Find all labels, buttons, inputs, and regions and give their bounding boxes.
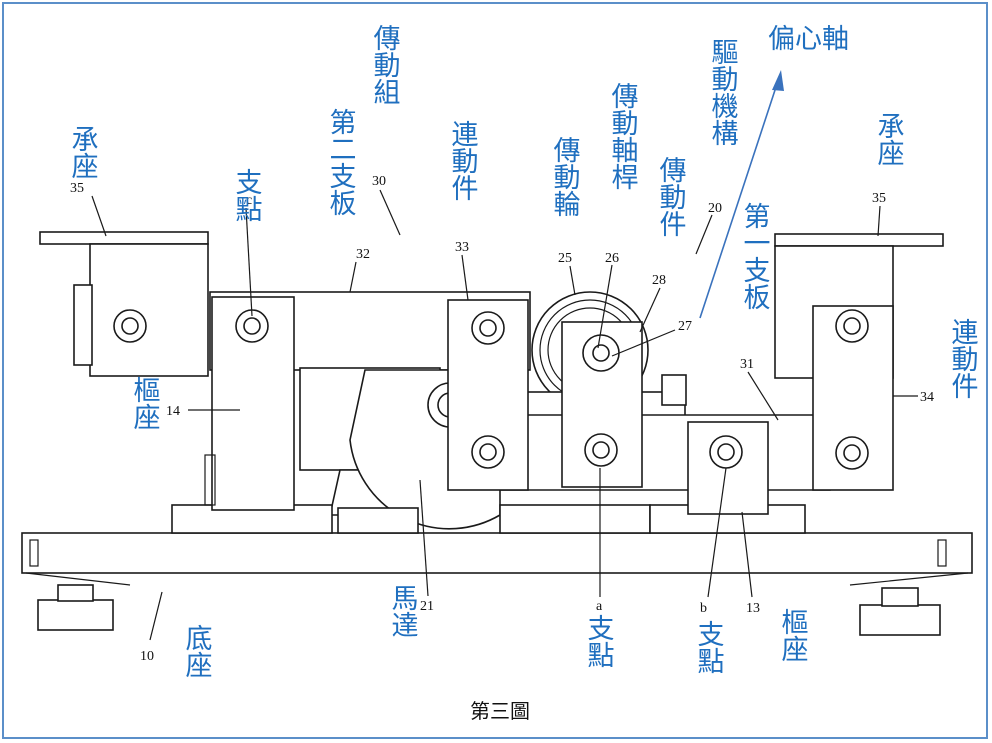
num-27: 27	[678, 319, 692, 334]
num-a: a	[596, 599, 603, 614]
leader-27	[611, 329, 676, 357]
pad-center	[499, 504, 651, 534]
link-34-bore-bottom	[843, 444, 861, 462]
fulcrum-b-bore	[717, 443, 735, 461]
link-33-bore-top	[479, 319, 497, 337]
base-slot-left	[29, 539, 39, 567]
leader-10	[149, 591, 163, 641]
base-slot-right	[937, 539, 947, 567]
leader-33	[461, 254, 469, 301]
foot-right-stem	[881, 587, 919, 607]
num-34: 34	[920, 390, 934, 405]
foot-left	[37, 599, 114, 631]
base-plate	[21, 532, 973, 574]
label-eccentric-shaft: 偏心軸	[768, 24, 849, 55]
leader-28	[639, 287, 661, 333]
label-pivot-13: 樞座	[777, 608, 809, 662]
label-motor: 馬達	[387, 584, 419, 638]
label-base: 底座	[181, 624, 213, 678]
num-30: 30	[372, 174, 386, 189]
foot-left-stem	[57, 584, 94, 602]
num-b: b	[700, 601, 707, 616]
leader-35-right	[877, 205, 881, 237]
link-34-bore-top	[843, 317, 861, 335]
label-drive-part: 傳動件	[655, 156, 687, 237]
leader-c	[245, 207, 253, 317]
bearing-left-lip	[73, 284, 93, 366]
num-26: 26	[605, 251, 619, 266]
leader-32	[349, 261, 357, 293]
bearing-left-body	[89, 243, 209, 377]
num-10: 10	[140, 649, 154, 664]
leader-13	[741, 511, 753, 598]
num-13: 13	[746, 601, 760, 616]
leader-35-left	[91, 195, 107, 237]
leader-31	[747, 371, 779, 421]
num-35-right: 35	[872, 191, 886, 206]
num-14: 14	[166, 404, 180, 419]
eccentric-arrow-head	[772, 70, 784, 91]
leader-21	[419, 479, 429, 597]
eccentric-shaft	[592, 344, 610, 362]
num-28: 28	[652, 273, 666, 288]
base-edge-left	[25, 572, 131, 586]
label-fulcrum-a: 支點	[583, 614, 615, 668]
label-link-34: 連動件	[947, 318, 979, 399]
label-fulcrum-b: 支點	[693, 620, 725, 674]
link-33-bore-bottom	[479, 443, 497, 461]
label-link-33: 連動件	[447, 120, 479, 201]
num-35-left: 35	[70, 181, 84, 196]
label-pivot-14: 樞座	[129, 376, 161, 430]
num-33: 33	[455, 240, 469, 255]
label-second-plate: 第二支板	[325, 108, 357, 216]
pivot-seat-14-flange	[204, 454, 216, 506]
num-32: 32	[356, 247, 370, 262]
label-drive-wheel: 傳動輪	[549, 136, 581, 217]
leader-20	[695, 214, 713, 255]
label-drive-mechanism: 驅動機構	[707, 38, 739, 146]
figure-caption: 第三圖	[470, 699, 530, 723]
leader-25	[569, 265, 576, 296]
first-support-plate	[499, 414, 831, 491]
fulcrum-c-bore	[243, 317, 261, 335]
num-21: 21	[420, 599, 434, 614]
label-first-plate: 第一支板	[739, 202, 771, 310]
base-edge-right	[849, 572, 969, 586]
foot-right	[859, 604, 941, 636]
num-c: c	[246, 193, 252, 208]
pad-center-left	[337, 507, 419, 534]
num-25: 25	[558, 251, 572, 266]
label-bearing-right: 承座	[873, 112, 905, 166]
leader-30	[379, 189, 401, 236]
label-fulcrum-c: 支點	[231, 168, 263, 222]
eccentric-arrow-line	[699, 83, 778, 319]
num-20: 20	[708, 201, 722, 216]
leader-b	[707, 467, 727, 598]
num-31: 31	[740, 357, 754, 372]
bearing-left-bore	[121, 317, 139, 335]
bearing-left-top	[39, 231, 209, 245]
housing-bolt	[661, 374, 687, 406]
label-drive-shaft: 傳動軸桿	[607, 82, 639, 190]
label-transmission-group: 傳動組	[369, 24, 401, 105]
bearing-right-top	[774, 233, 944, 247]
leader-26	[597, 264, 613, 349]
label-bearing-left: 承座	[67, 125, 99, 179]
fulcrum-a-bore	[592, 441, 610, 459]
